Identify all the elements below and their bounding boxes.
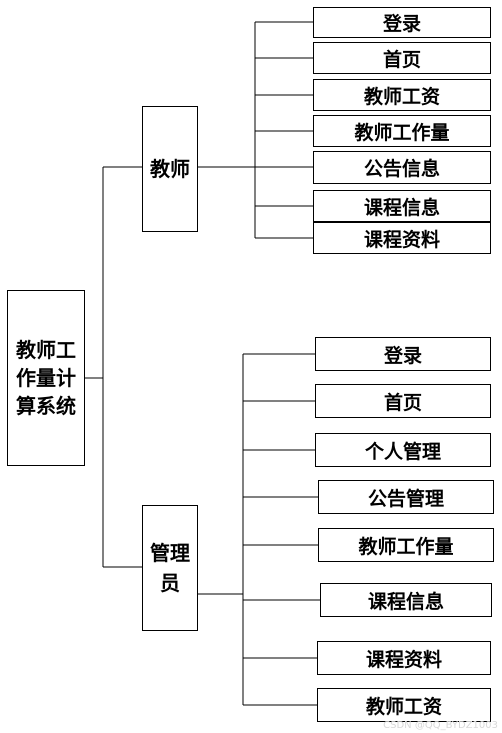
admin-node-label: 管理员 <box>150 541 190 595</box>
admin-leaf-personal-management: 个人管理 <box>315 433 491 467</box>
admin-leaf-label: 教师工作量 <box>358 535 454 558</box>
teacher-leaf-course-info: 课程信息 <box>313 190 491 222</box>
admin-leaf-teacher-salary: 教师工资 <box>317 688 491 722</box>
teacher-node-label: 教师 <box>150 157 190 181</box>
teacher-leaf-workload: 教师工作量 <box>313 115 491 147</box>
admin-node: 管理员 <box>142 505 198 631</box>
teacher-leaf-label: 公告信息 <box>363 158 440 180</box>
teacher-leaf-login: 登录 <box>313 7 491 38</box>
admin-leaf-label: 首页 <box>383 391 422 414</box>
admin-leaf-label: 课程信息 <box>367 590 444 613</box>
admin-leaf-label: 登录 <box>383 344 422 367</box>
teacher-leaf-salary: 教师工资 <box>313 79 491 111</box>
teacher-node: 教师 <box>142 106 198 232</box>
admin-leaf-course-materials: 课程资料 <box>317 641 491 675</box>
teacher-leaf-label: 教师工资 <box>363 85 440 108</box>
teacher-leaf-course-materials: 课程资料 <box>313 222 491 254</box>
admin-leaf-home: 首页 <box>315 384 491 418</box>
admin-leaf-teacher-workload: 教师工作量 <box>318 528 494 562</box>
teacher-leaf-label: 登录 <box>382 13 421 35</box>
admin-leaf-course-info: 课程信息 <box>320 583 492 617</box>
teacher-leaf-label: 教师工作量 <box>354 121 450 144</box>
teacher-leaf-label: 首页 <box>382 48 421 71</box>
teacher-leaf-announcement: 公告信息 <box>313 151 491 184</box>
teacher-leaf-home: 首页 <box>313 42 491 74</box>
admin-leaf-label: 个人管理 <box>364 440 441 463</box>
watermark: CSDN @QQ_BYDZ1003 <box>383 720 498 731</box>
admin-leaf-login: 登录 <box>315 337 491 371</box>
admin-leaf-label: 课程资料 <box>365 648 442 671</box>
root-node: 教师工作量计算系统 <box>7 290 85 466</box>
teacher-leaf-label: 课程资料 <box>363 228 440 251</box>
teacher-leaf-label: 课程信息 <box>363 196 440 219</box>
admin-leaf-announcement-management: 公告管理 <box>318 480 494 514</box>
root-node-label: 教师工作量计算系统 <box>16 338 76 418</box>
admin-leaf-label: 公告管理 <box>367 487 444 510</box>
admin-leaf-label: 教师工资 <box>365 695 442 718</box>
